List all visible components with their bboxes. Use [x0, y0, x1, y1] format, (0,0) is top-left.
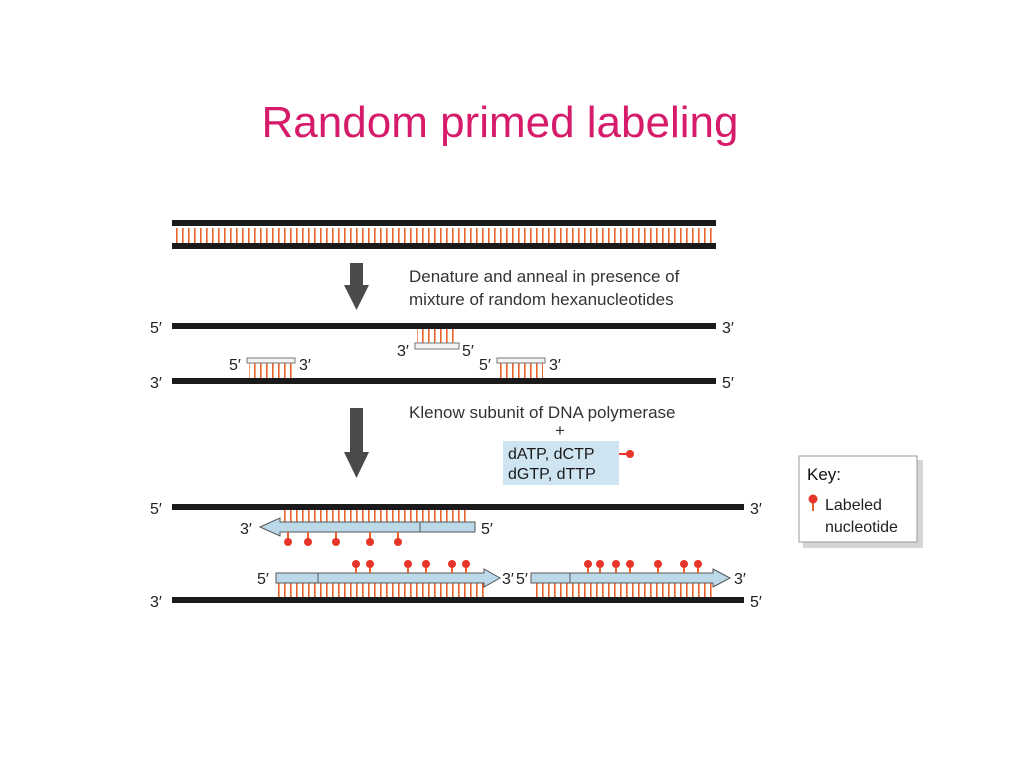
end-label: 3′ — [299, 357, 311, 374]
denatured-strands: 5′ 3′ 3′ 5′ 3′ 5′ 5′ 3′ 5′ 3′ — [150, 320, 734, 392]
labeled-nucleotide-marks — [352, 560, 702, 573]
end-label: 3′ — [502, 571, 514, 588]
end-label: 3′ — [240, 521, 252, 538]
end-label: 3′ — [750, 501, 762, 518]
down-arrow-1 — [344, 263, 369, 310]
end-label: 3′ — [150, 375, 162, 392]
end-label: 5′ — [257, 571, 269, 588]
slide-title: Random primed labeling — [261, 98, 739, 147]
step1-text-line2: mixture of random hexanucleotides — [409, 290, 674, 309]
step1-text-line1: Denature and anneal in presence of — [409, 267, 680, 286]
end-label: 5′ — [516, 571, 528, 588]
end-label: 5′ — [479, 357, 491, 374]
extended-bottom-strand: 3′ 5′ 5′ 3′ 5′ 3′ — [150, 560, 762, 611]
end-label: 5′ — [481, 521, 493, 538]
reagents-line1: dATP, dCTP — [508, 446, 595, 463]
end-label: 3′ — [549, 357, 561, 374]
end-label: 3′ — [397, 343, 409, 360]
double-stranded-dna — [172, 220, 716, 249]
end-label: 5′ — [150, 320, 162, 337]
end-label: 5′ — [229, 357, 241, 374]
end-label: 3′ — [150, 594, 162, 611]
end-label: 3′ — [722, 320, 734, 337]
end-label: 5′ — [150, 501, 162, 518]
key-label-line2: nucleotide — [825, 519, 898, 536]
plus-sign: + — [555, 421, 565, 440]
step2-text: Klenow subunit of DNA polymerase — [409, 403, 675, 422]
reagent-box: dATP, dCTP dGTP, dTTP — [503, 441, 634, 485]
legend-key: Key: Labeled nucleotide — [798, 455, 923, 548]
labeled-nucleotide-icon — [808, 494, 818, 511]
end-label: 5′ — [462, 343, 474, 360]
key-title: Key: — [807, 465, 841, 484]
key-label-line1: Labeled — [825, 497, 882, 514]
down-arrow-2 — [344, 408, 369, 478]
end-label: 3′ — [734, 571, 746, 588]
end-label: 5′ — [750, 594, 762, 611]
reagents-line2: dGTP, dTTP — [508, 466, 596, 483]
labeled-nucleotide-marks — [284, 532, 402, 546]
extended-top-strand: 5′ 3′ 3′ 5′ — [150, 501, 762, 546]
end-label: 5′ — [722, 375, 734, 392]
